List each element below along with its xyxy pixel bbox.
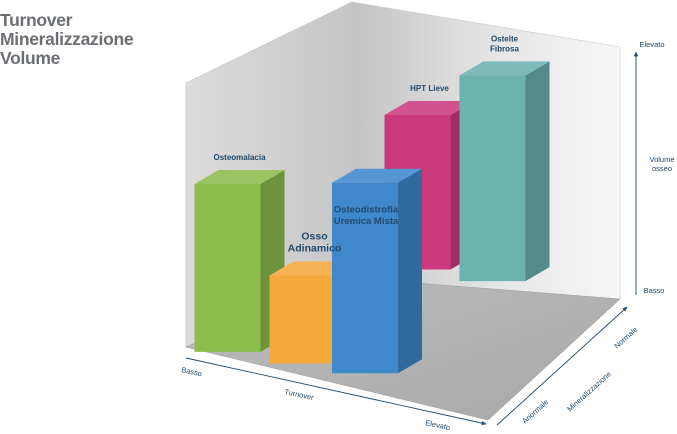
bar-0 (194, 170, 285, 352)
bar-4 (459, 61, 550, 282)
volume-low-label: Basso (644, 286, 665, 295)
bar-side-3 (398, 168, 422, 374)
bar-label-3-line-0: Osteodistrofia (334, 205, 399, 216)
bar-front-3 (332, 182, 398, 374)
volume-axis-label-line2: osseo (652, 164, 672, 173)
mineralizzazione-axis-line (496, 306, 628, 426)
heading-volume: Volume (0, 48, 61, 68)
bar-front-1 (269, 275, 336, 364)
bar-label-3-line-1: Uremica Mista (334, 216, 399, 227)
bar-label-2: HPT Lieve (410, 84, 449, 93)
bar-3 (332, 168, 422, 374)
bar-label-1-line-0: Osso (301, 230, 327, 242)
bar-label-4-line-0: Ostelte (491, 35, 519, 44)
volume-high-label: Elevato (639, 40, 664, 49)
mineralizzazione-axis-label: Mineralizzazione (565, 369, 613, 413)
mineralizzazione-high-label: Normale (612, 325, 639, 351)
bar-label-2-line-0: HPT Lieve (410, 84, 449, 93)
bar-top-2 (384, 100, 475, 115)
bar-top-3 (332, 168, 422, 183)
bar-label-0: Osteomalacia (213, 153, 266, 162)
turnover-axis-line (185, 357, 487, 426)
bar-top-4 (459, 61, 550, 76)
chart-heading: Turnover Mineralizzazione Volume (0, 10, 134, 68)
volume-axis-label-line1: Volume (649, 155, 674, 164)
bar-front-4 (459, 75, 526, 282)
bar-label-4-line-1: Fibrosa (490, 44, 519, 53)
bar-front-0 (194, 184, 261, 352)
mineralizzazione-low-label: Anormale (520, 397, 550, 425)
turnover-axis-label: Turnover (284, 387, 315, 402)
bars-layer (194, 61, 550, 374)
bar-side-4 (525, 61, 550, 282)
heading-turnover: Turnover (0, 10, 73, 30)
bar-label-1-line-1: Adinamico (288, 243, 342, 255)
heading-mineralizzazione: Mineralizzazione (0, 29, 134, 49)
turnover-low-label: Basso (181, 365, 203, 378)
bar-label-0-line-0: Osteomalacia (213, 153, 266, 162)
turnover-high-label: Elevato (425, 418, 451, 432)
bar-top-0 (194, 170, 285, 185)
